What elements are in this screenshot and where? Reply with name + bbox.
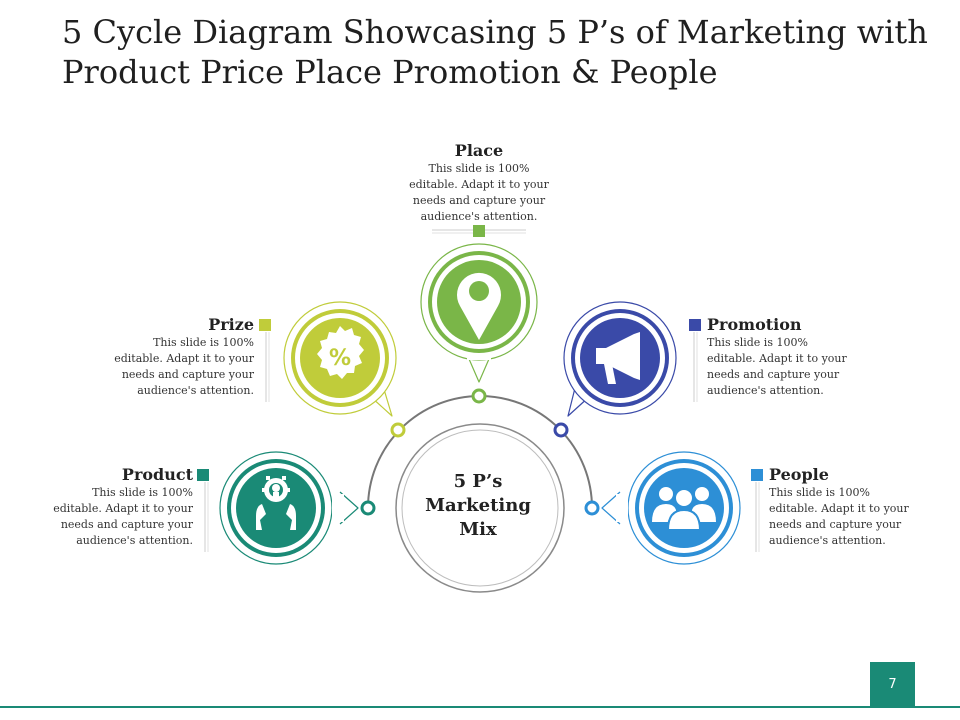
center-label-line-3: Mix: [459, 519, 497, 540]
promotion-text-block: Promotion This slide is 100% editable. A…: [707, 315, 857, 399]
place-description: This slide is 100% editable. Adapt it to…: [409, 162, 549, 223]
people-arc-dot: [584, 500, 600, 516]
percent-badge-icon: %: [317, 326, 364, 379]
center-inner-ring: [401, 429, 559, 587]
promotion-marker-square: [689, 319, 701, 331]
center-label: 5 P’s Marketing Mix: [408, 470, 548, 542]
footer-bar: [0, 706, 960, 708]
prize-heading: Prize: [208, 315, 254, 334]
title-line-1: 5 Cycle Diagram Showcasing 5 P’s of Mark…: [62, 13, 928, 51]
prize-bubble: %: [283, 301, 397, 417]
place-text-block: Place This slide is 100% editable. Adapt…: [404, 141, 554, 225]
place-heading: Place: [454, 141, 504, 160]
map-pin-icon: [457, 272, 501, 340]
place-arc-dot: [471, 388, 487, 404]
product-text-block: Product This slide is 100% editable. Ada…: [0, 465, 193, 549]
people-bubble: [601, 451, 741, 565]
place-marker-square: [473, 225, 485, 237]
megaphone-icon: [596, 332, 640, 384]
svg-text:%: %: [329, 346, 351, 371]
people-group-icon: [652, 487, 716, 531]
product-marker-square: [197, 469, 209, 481]
page-number: 7: [870, 662, 915, 706]
people-description: This slide is 100% editable. Adapt it to…: [769, 486, 909, 547]
title-line-2: Product Price Place Promotion & People: [62, 53, 718, 91]
product-arc-dot: [360, 500, 376, 516]
prize-marker-square: [259, 319, 271, 331]
product-description: This slide is 100% editable. Adapt it to…: [53, 486, 193, 547]
product-bubble: [219, 451, 359, 565]
people-marker-square: [751, 469, 763, 481]
center-label-line-2: Marketing: [425, 495, 531, 516]
promotion-arc-dot: [553, 422, 569, 438]
center-outer-ring: [395, 423, 565, 593]
promotion-description: This slide is 100% editable. Adapt it to…: [707, 336, 847, 397]
slide-title: 5 Cycle Diagram Showcasing 5 P’s of Mark…: [62, 12, 942, 92]
people-heading: People: [769, 465, 829, 484]
prize-arc-dot: [390, 422, 406, 438]
prize-text-block: Prize This slide is 100% editable. Adapt…: [54, 315, 254, 399]
product-heading: Product: [121, 465, 193, 484]
promotion-bubble: [563, 301, 677, 417]
people-text-block: People This slide is 100% editable. Adap…: [769, 465, 919, 549]
place-bubble: [420, 243, 538, 383]
prize-description: This slide is 100% editable. Adapt it to…: [114, 336, 254, 397]
center-label-line-1: 5 P’s: [453, 471, 503, 492]
promotion-heading: Promotion: [707, 315, 802, 334]
hands-lightbulb-gear-icon: [256, 476, 296, 530]
